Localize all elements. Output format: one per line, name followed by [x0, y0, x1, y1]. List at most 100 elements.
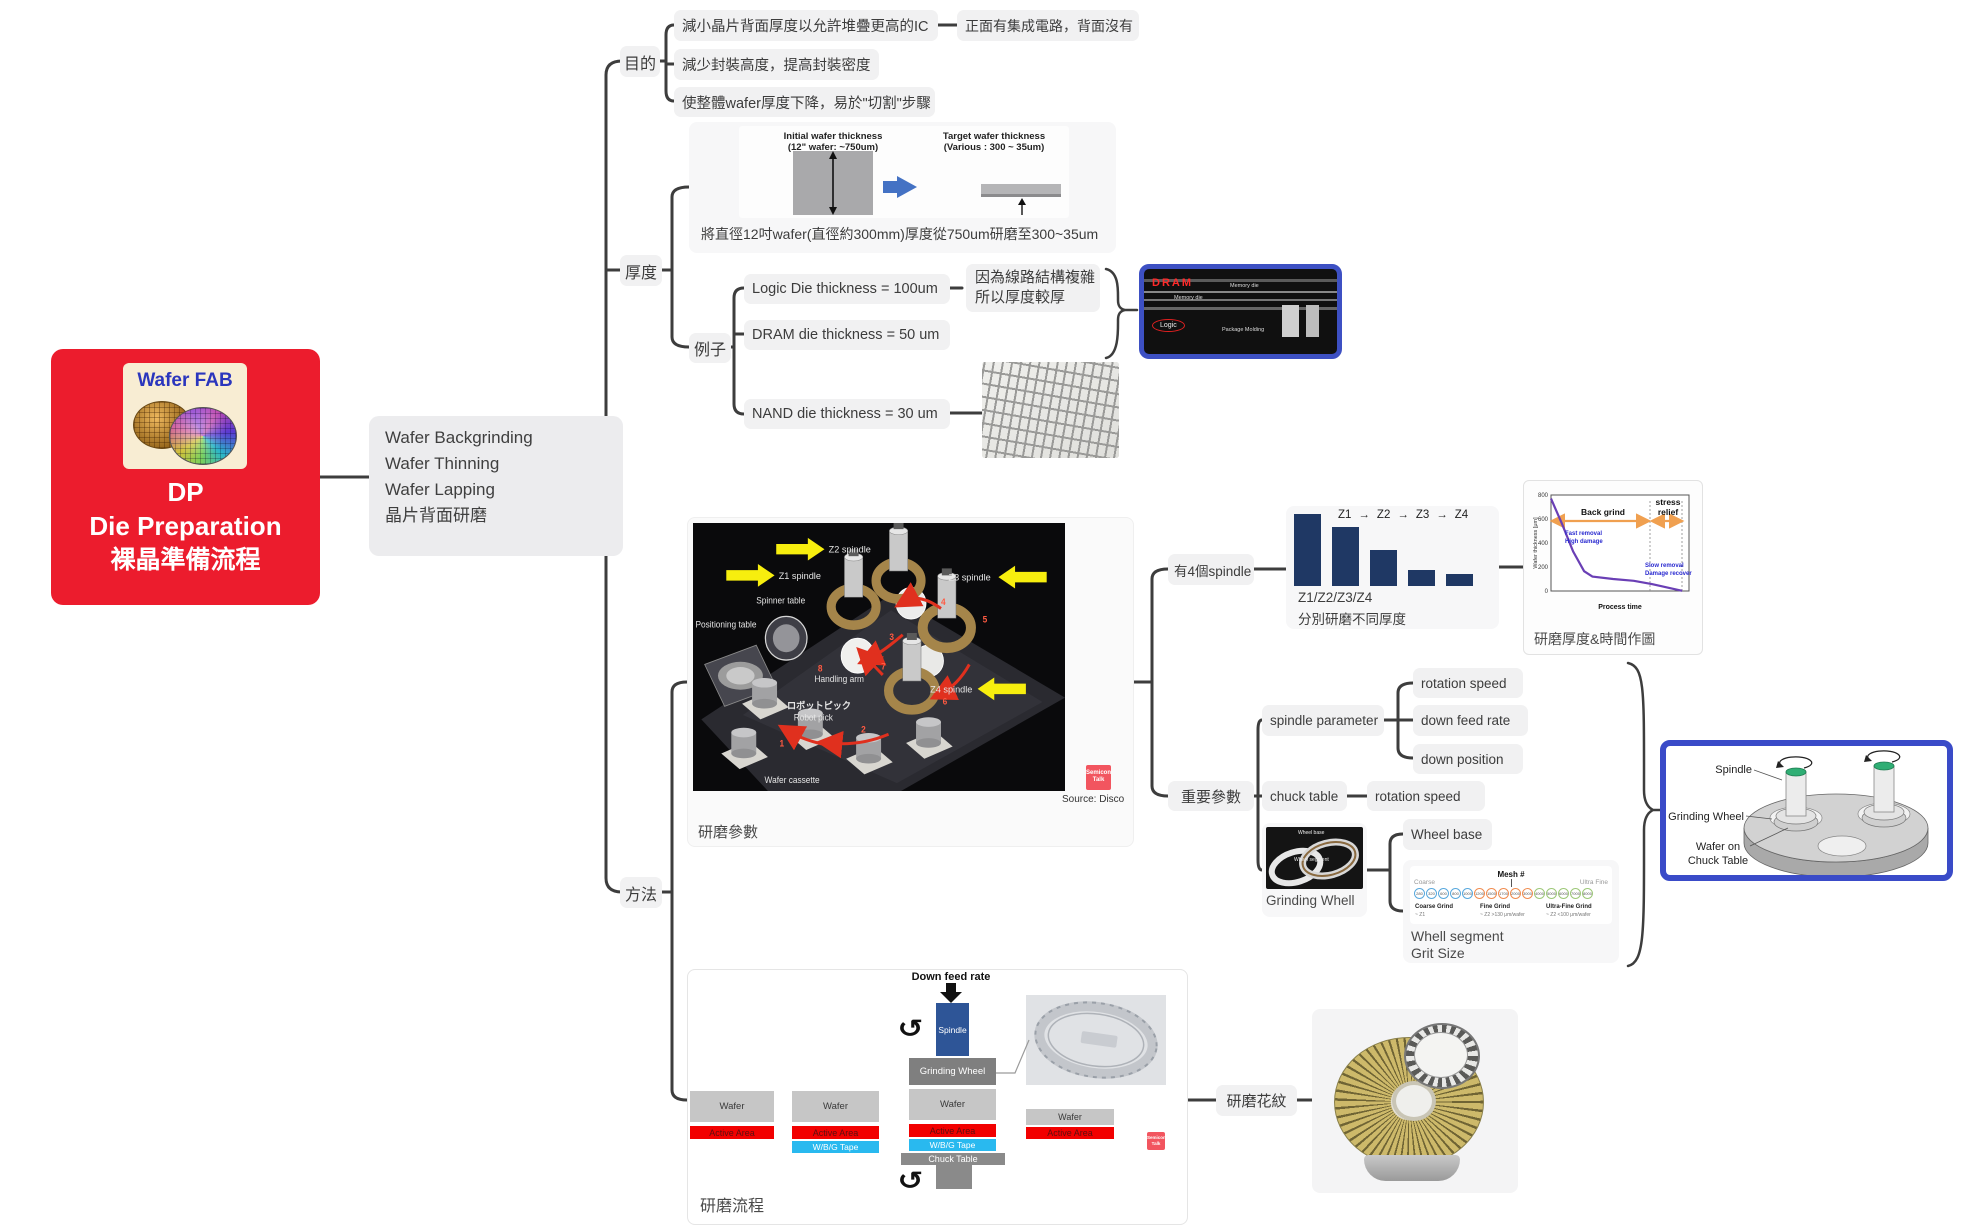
node-purpose-item1[interactable]: 減小晶片背面厚度以允許堆疊更高的IC: [674, 10, 938, 41]
node-key-params[interactable]: 重要參數: [1168, 781, 1254, 811]
svg-text:5: 5: [983, 614, 988, 624]
node-example[interactable]: 例子: [689, 333, 731, 363]
wafer-thickness-diagram: Initial wafer thickness (12" wafer: ~750…: [739, 126, 1069, 218]
root-title: DP: [167, 477, 204, 507]
coarse-label: Coarse: [1414, 879, 1435, 886]
mesh-title: Mesh #: [1497, 870, 1525, 879]
svg-text:600: 600: [1538, 517, 1549, 523]
svg-text:3: 3: [889, 632, 894, 642]
logic-note-line1: 因為線路結構複雜: [975, 269, 1096, 286]
node-wafer-backgrinding[interactable]: Wafer Backgrinding Wafer Thinning Wafer …: [369, 416, 623, 556]
grinding-wheel-photo: Wheel base Wheel segment: [1266, 827, 1363, 889]
root-node-die-preparation[interactable]: Wafer FAB DP Die Preparation 裸晶準備流程: [51, 349, 320, 605]
spindle-assemblies: [826, 523, 976, 715]
main-node-line4: 晶片背面研磨: [385, 506, 487, 525]
spindle-chuck-figure[interactable]: Spindle Grinding Wheel Wafer on Chuck Ta…: [1660, 740, 1953, 881]
coarse-grind-label: Coarse Grind: [1415, 904, 1454, 910]
memory-die-label2: Memory die: [1174, 295, 1203, 301]
node-thickness[interactable]: 厚度: [620, 255, 662, 286]
source-credit: Source: Disco: [1062, 794, 1125, 805]
node-logic-note[interactable]: 因為線路結構複雜 所以厚度較厚: [966, 264, 1100, 312]
machine-caption: 研磨參數: [698, 824, 759, 841]
grind-process-card[interactable]: Down feed rate Spindle ↺ Grinding Wheel …: [687, 969, 1188, 1225]
process-arrow-icon: [883, 176, 917, 198]
svg-text:400: 400: [1538, 541, 1549, 547]
wheel-base-annotation: Wheel base: [1298, 830, 1325, 836]
node-grind-pattern[interactable]: 研磨花紋: [1216, 1085, 1297, 1116]
z4-spindle-label: Z4 spindle: [930, 684, 972, 694]
svg-text:200: 200: [1538, 565, 1549, 571]
down-arrow-icon: [946, 983, 956, 993]
wafer-cassette-label: Wafer cassette: [765, 775, 820, 785]
thickness-description: 將直徑12吋wafer(直徑約300mm)厚度從750um研磨至300~35um: [701, 226, 1099, 242]
active-area-block: Active Area: [690, 1126, 774, 1139]
svg-text:4: 4: [941, 597, 946, 607]
z1-spindle-label: Z1 spindle: [779, 571, 821, 581]
spindle-label: Spindle: [1715, 764, 1752, 776]
node-chuck-table[interactable]: chuck table: [1262, 781, 1347, 811]
die-layer: [1144, 299, 1337, 301]
back-grind-label: Back grind: [1581, 507, 1625, 517]
grinding-wheel-ring-photo: [1026, 995, 1166, 1085]
svg-text:Fast removal: Fast removal: [1565, 531, 1602, 537]
chuck-table-block: Chuck Table: [901, 1153, 1005, 1165]
bar-chart-labels: Z1→ Z2→ Z3→ Z4: [1338, 509, 1469, 521]
node-wheel-base[interactable]: Wheel base: [1403, 819, 1492, 850]
grind-pattern-card[interactable]: [1312, 1009, 1518, 1193]
node-rotation-speed[interactable]: rotation speed: [1413, 668, 1523, 698]
node-method[interactable]: 方法: [620, 877, 662, 908]
double-arrow-icon: [829, 151, 837, 215]
node-purpose-item3[interactable]: 使整體wafer厚度下降，易於"切割"步驟: [674, 87, 935, 117]
bar-desc-line2: 分別研磨不同厚度: [1298, 612, 1406, 627]
spindle-bar-chart-card[interactable]: Z1→ Z2→ Z3→ Z4 Z1/Z2/Z3/Z4 分別研磨不同厚度: [1286, 506, 1499, 629]
thickness-diagram-card[interactable]: Initial wafer thickness (12" wafer: ~750…: [689, 122, 1116, 253]
nand-die-photo[interactable]: [982, 362, 1119, 458]
die-stack-photo[interactable]: DRAM Memory die Memory die Logic Package…: [1139, 264, 1342, 359]
active-area-block: Active Area: [1026, 1127, 1114, 1139]
thickness-time-graph-card[interactable]: 800 600 400 200 0 Wafer thickness [μm] B…: [1523, 480, 1703, 655]
svg-text:Slow removal: Slow removal: [1645, 563, 1684, 569]
svg-text:0: 0: [1545, 589, 1549, 595]
node-down-position[interactable]: down position: [1413, 744, 1523, 774]
main-node-line3: Wafer Lapping: [385, 480, 495, 499]
robot-pick-jp-label: ロボットピック: [787, 700, 851, 711]
svg-text:Damage recover: Damage recover: [1645, 571, 1692, 577]
logic-note-line2: 所以厚度較厚: [975, 289, 1066, 306]
die-layer: [1144, 307, 1337, 310]
z2-spindle-label: Z2 spindle: [829, 544, 871, 554]
svg-text:relief: relief: [1658, 507, 1678, 517]
node-nand-thickness[interactable]: NAND die thickness = 30 um: [744, 399, 950, 429]
node-logic-thickness[interactable]: Logic Die thickness = 100um: [744, 274, 950, 304]
brace-die-examples: [1104, 267, 1139, 360]
wafer-cassettes: [721, 677, 953, 775]
node-purpose-item2[interactable]: 減少封裝高度，提高封裝密度: [674, 49, 879, 80]
memory-die-label: Memory die: [1230, 283, 1259, 289]
node-chuck-rotation-speed[interactable]: rotation speed: [1367, 781, 1485, 811]
positioning-table-label: Positioning table: [695, 620, 756, 630]
node-down-feed-rate[interactable]: down feed rate: [1413, 705, 1528, 736]
svg-text:2: 2: [861, 724, 866, 734]
tape-block: W/B/G Tape: [792, 1141, 879, 1153]
y-axis-label: Wafer thickness [μm]: [1533, 517, 1539, 569]
mesh-pointer: [1511, 879, 1512, 887]
wafer-chuck-label1: Wafer on: [1696, 841, 1740, 853]
wafer-block: Wafer: [792, 1091, 879, 1122]
svg-text:stress: stress: [1655, 497, 1680, 507]
svg-text:6: 6: [943, 696, 948, 706]
node-dram-thickness[interactable]: DRAM die thickness = 50 um: [744, 320, 950, 350]
grinding-wheel-card[interactable]: Wheel base Wheel segment Grinding Whell: [1262, 823, 1367, 917]
root-title-block: DP Die Preparation 裸晶準備流程: [51, 475, 320, 577]
node-four-spindles[interactable]: 有4個spindle: [1168, 554, 1254, 585]
grinding-wheel-block: Grinding Wheel: [909, 1058, 996, 1085]
node-purpose[interactable]: 目的: [620, 46, 660, 77]
machine-base: [1364, 1155, 1460, 1181]
node-purpose-item1-note[interactable]: 正面有集成電路，背面沒有: [957, 10, 1139, 41]
bar-z2: [1370, 550, 1397, 586]
grinder-machine-scene: 123 456 78 Z2 spindle Z1 spindle Z3 spin…: [695, 523, 1065, 791]
die-layer: [1144, 279, 1337, 282]
node-spindle-parameter[interactable]: spindle parameter: [1262, 705, 1384, 736]
rotation-arrow-icon: ↺: [897, 1167, 924, 1195]
package-molding-label: Package Molding: [1222, 327, 1265, 333]
